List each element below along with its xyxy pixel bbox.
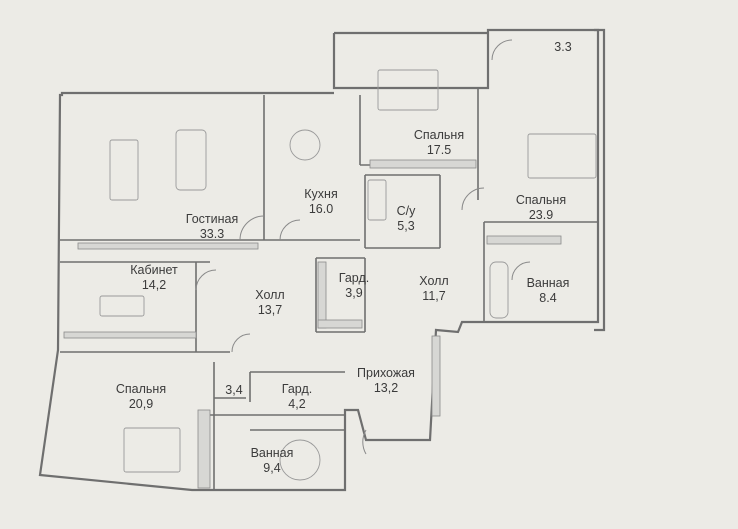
room-name-hall-center: Холл bbox=[419, 274, 449, 288]
room-name-living: Гостиная bbox=[185, 212, 239, 226]
room-area-balcony: 3.3 bbox=[554, 40, 572, 54]
room-name-hall-left: Холл bbox=[255, 288, 285, 302]
wardrobe-hatching bbox=[63, 159, 562, 489]
room-area-kitchen: 16.0 bbox=[308, 202, 334, 216]
room-area-entrance: 13,2 bbox=[373, 381, 399, 395]
room-area-corridor-small: 3,4 bbox=[225, 383, 243, 397]
room-label-kitchen: Кухня 16.0 bbox=[304, 187, 337, 217]
room-label-study: Кабинет 14,2 bbox=[130, 263, 178, 293]
room-area-bedroom-bottom: 20,9 bbox=[128, 397, 154, 411]
room-name-kitchen: Кухня bbox=[304, 187, 338, 201]
room-label-bedroom-top: Спальня 17.5 bbox=[414, 128, 464, 158]
room-name-bedroom-bottom: Спальня bbox=[115, 382, 167, 396]
room-label-balcony: 3.3 bbox=[554, 40, 571, 55]
furniture bbox=[99, 69, 597, 481]
room-area-hall-left: 13,7 bbox=[257, 303, 283, 317]
room-name-study: Кабинет bbox=[130, 263, 178, 277]
room-label-bath-right: Ванная 8.4 bbox=[527, 276, 570, 306]
room-label-bedroom-bottom: Спальня 20,9 bbox=[116, 382, 166, 412]
room-label-wardrobe-center: Гард. 3,9 bbox=[339, 271, 369, 301]
room-area-study: 14,2 bbox=[141, 278, 167, 292]
door-swings bbox=[195, 39, 531, 455]
room-area-living: 33.3 bbox=[199, 227, 225, 241]
room-label-hall-left: Холл 13,7 bbox=[255, 288, 284, 318]
room-name-bath-right: Ванная bbox=[526, 276, 570, 290]
walls bbox=[38, 28, 606, 492]
room-name-bedroom-right: Спальня bbox=[515, 193, 567, 207]
interior-walls bbox=[60, 88, 598, 490]
room-area-wardrobe-bottom: 4,2 bbox=[288, 397, 306, 411]
room-label-bedroom-right: Спальня 23.9 bbox=[516, 193, 566, 223]
room-area-bedroom-right: 23.9 bbox=[528, 208, 554, 222]
room-label-hall-center: Холл 11,7 bbox=[419, 274, 448, 304]
room-name-wardrobe-center: Гард. bbox=[338, 271, 370, 285]
room-label-entrance: Прихожая 13,2 bbox=[357, 366, 415, 396]
room-name-wc: С/у bbox=[396, 204, 416, 218]
room-area-hall-center: 11,7 bbox=[422, 289, 446, 303]
room-area-bedroom-top: 17.5 bbox=[426, 143, 452, 157]
room-label-corridor-small: 3,4 bbox=[225, 383, 242, 398]
room-name-bedroom-top: Спальня bbox=[413, 128, 465, 142]
room-name-entrance: Прихожая bbox=[357, 366, 415, 380]
room-area-bath-right: 8.4 bbox=[539, 291, 557, 305]
room-area-bath-bottom: 9,4 bbox=[263, 461, 281, 475]
room-label-wc: С/у 5,3 bbox=[397, 204, 416, 234]
room-area-wc: 5,3 bbox=[397, 219, 415, 233]
room-label-bath-bottom: Ванная 9,4 bbox=[251, 446, 294, 476]
room-name-bath-bottom: Ванная bbox=[250, 446, 294, 460]
room-name-wardrobe-bottom: Гард. bbox=[281, 382, 313, 396]
room-area-wardrobe-center: 3,9 bbox=[345, 286, 363, 300]
room-label-living: Гостиная 33.3 bbox=[186, 212, 238, 242]
room-label-wardrobe-bottom: Гард. 4,2 bbox=[282, 382, 312, 412]
